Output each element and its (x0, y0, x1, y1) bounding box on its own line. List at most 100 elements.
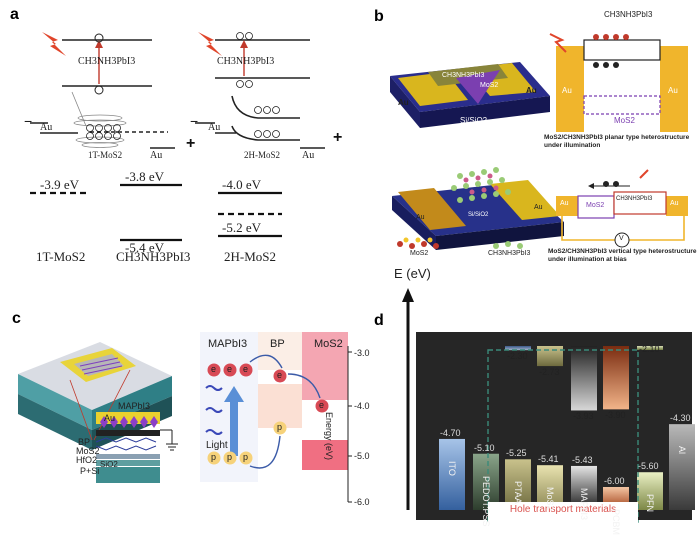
band-layer-label: MoS2 (586, 202, 605, 209)
band-electrode-label: Au (560, 200, 569, 207)
band-electrode-label: Au (670, 200, 679, 207)
substrate-label: 2H-MoS2 (244, 150, 281, 160)
substrate-label: 1T-MoS2 (88, 150, 123, 160)
axis-tick: -5.0 (354, 451, 370, 461)
electron-symbol: e (211, 364, 217, 374)
electrode-label: Au (302, 150, 315, 161)
axis-tick: -6.0 (354, 497, 370, 507)
light-bolt-icon (549, 33, 567, 53)
panel-letter-d: d (374, 312, 384, 329)
hole-symbol: p (227, 452, 233, 462)
stack-label: BP (78, 437, 91, 447)
stack-label: HfO2 (76, 455, 98, 465)
panel-letter-a: a (10, 6, 19, 23)
energy-band-bar (571, 346, 597, 411)
band-layer-label: CH3NH3PbI3 (616, 196, 653, 202)
band-value-label: -5.25 (506, 448, 527, 459)
panel-a: a + (0, 0, 350, 264)
band-value-label: -2.30 (507, 351, 528, 362)
bottom-material-label: CH3NH3PbI3 (116, 249, 191, 264)
axis-label: E (eV) (394, 266, 431, 281)
hole-symbol: p (277, 422, 283, 432)
band-value-label: -6.00 (604, 476, 625, 487)
electron-symbol: e (227, 364, 233, 374)
panel-letter-b: b (374, 8, 384, 25)
panel-d-chart (402, 288, 695, 524)
energy-band-bar (637, 346, 663, 350)
bottom-material-label: 2H-MoS2 (224, 249, 277, 264)
energy-band-bar (669, 424, 695, 510)
svg-text:+: + (333, 129, 342, 146)
stack-label: MAPbI3 (118, 401, 151, 411)
voltmeter-label: V (619, 235, 624, 242)
energy-band-bar (603, 346, 629, 410)
band-value-label: -4.70 (440, 427, 461, 438)
light-bolt-icon (198, 32, 222, 56)
band-material-label: Al (677, 446, 687, 455)
electron-symbol: e (277, 370, 283, 380)
band-value-label: -4.30 (670, 413, 691, 424)
legend-label: CH3NH3PbI3 (488, 250, 531, 257)
stack-label: MoS2 (76, 446, 100, 456)
light-label: Light (206, 440, 228, 451)
caption: MoS2/CH3NH3PbI3 vertical type heterostru… (548, 248, 697, 263)
electron-symbol: e (243, 364, 249, 374)
band-material-label: MoS2 (545, 487, 555, 511)
energy-band-bar (505, 459, 531, 510)
material-label: CH3NH3PbI3 (78, 56, 136, 67)
legend-label: MoS2 (410, 250, 429, 257)
stack-label: SiO2 (100, 460, 118, 469)
electrode-label: Au (150, 150, 163, 161)
band-material-label: PCBM (611, 509, 621, 535)
stack-label: P+Si (80, 466, 100, 476)
svg-text:−: − (24, 113, 32, 129)
band-value-label: -5.10 (474, 442, 495, 453)
electrode-label: Au (526, 86, 537, 95)
group-label: Hole transport materials (509, 504, 617, 515)
panel-c-illustration (18, 332, 352, 503)
panel-letter-c: c (12, 310, 21, 327)
svg-text:+: + (186, 135, 195, 152)
hole-symbol: p (243, 452, 249, 462)
energy-band-bar (439, 438, 465, 510)
energy-level-label: -5.2 eV (222, 220, 261, 235)
flake-label: MoS2 (480, 82, 499, 89)
band-material-label: PEDOT:PSS (481, 475, 491, 527)
panel-a-schematic: + + − − (24, 32, 342, 242)
axis-label: Energy (eV) (324, 412, 334, 461)
energy-band-bar (637, 472, 663, 510)
band-material-label: CH3NH3PbI3 (604, 10, 653, 19)
band-column-label: MAPbI3 (208, 338, 248, 350)
electron-symbol: e (319, 400, 325, 410)
svg-text:−: − (190, 113, 198, 129)
energy-band-bar (505, 346, 531, 351)
band-material-label: ITO (447, 460, 457, 476)
caption: MoS2/CH3NH3PbI3 planar type heterostruct… (544, 134, 690, 149)
film-label: CH3NH3PbI3 (442, 72, 485, 79)
band-electrode-label: Au (562, 86, 572, 95)
band-value-label: -2.10 (639, 343, 660, 354)
electrode-label: Au (534, 204, 543, 211)
band-value-label: -3.90 (605, 410, 626, 421)
energy-level-label: -5.4 eV (125, 240, 164, 255)
band-column-label: BP (270, 338, 285, 350)
electrode-label: Au (40, 122, 53, 133)
band-material-label: PFN (645, 494, 655, 513)
energy-level-label: -3.8 eV (125, 169, 164, 184)
band-value-label: -3.93 (573, 411, 594, 422)
substrate-label: Si/SiO2 (468, 212, 489, 218)
panel-b: b (350, 0, 700, 263)
band-electrode-label: Au (668, 86, 678, 95)
bottom-material-label: 1T-MoS2 (36, 249, 86, 264)
energy-level-label: -4.0 eV (222, 177, 261, 192)
material-label: CH3NH3PbI3 (217, 56, 275, 67)
light-bolt-icon (639, 169, 649, 179)
panel-b-illustration (390, 33, 688, 250)
band-value-label: -5.43 (572, 454, 593, 465)
electrode-label: Au (398, 98, 409, 107)
energy-level-label: -3.9 eV (40, 177, 79, 192)
energy-band-bar (473, 453, 499, 510)
band-material-label: PTAA (513, 481, 523, 505)
axis-tick: -4.0 (354, 401, 370, 411)
